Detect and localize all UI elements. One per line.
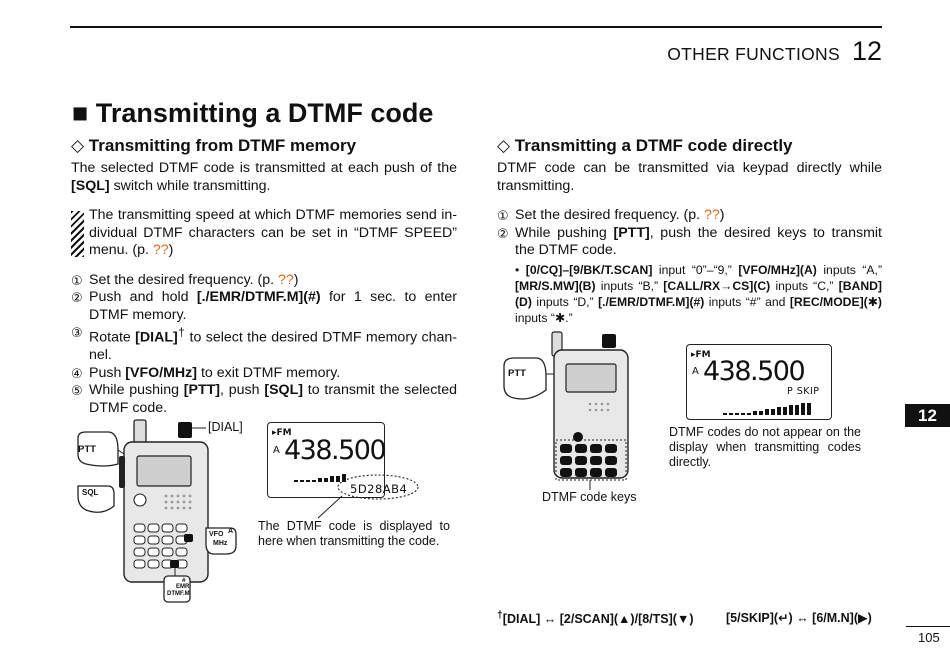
right-intro: DTMF code can be transmitted via keypad … (497, 160, 882, 194)
step-1: ① Set the desired frequency. (p. ??) (497, 207, 725, 223)
note-hatch-icon (71, 211, 84, 257)
top-rule (70, 26, 882, 28)
mhz-label: MHz (213, 540, 228, 547)
caption-leader (317, 495, 343, 519)
dial-knob-icon (178, 422, 192, 438)
ptt-label: PTT (508, 368, 526, 379)
sql-label: SQL (82, 488, 99, 497)
radio-screen (565, 363, 617, 393)
keypad-mapping-list: • [0/CQ]–[9/BK/T.SCAN] input “0”–“9,” [V… (515, 262, 883, 325)
radio-screen (136, 455, 192, 487)
step-5: ⑤ While pushing [PTT], push [SQL] to tra… (71, 382, 458, 416)
vfo-label: VFO (209, 531, 224, 538)
left-steps: ① Set the desired frequency. (p. ??) ② P… (71, 272, 457, 418)
step-4: ④ Push [VFO/MHz] to exit DTMF memory. (71, 364, 341, 381)
speed-note: The transmitting speed at which DTMF mem… (71, 207, 457, 260)
lcd-frequency: 438.500 (284, 435, 387, 466)
left-column: ◇ Transmitting from DTMF memory The sele… (71, 135, 457, 417)
dtmf-keypad (560, 444, 617, 477)
dtmf-code-highlight (337, 474, 419, 500)
emr-callout (163, 575, 191, 603)
page-number: 105 (918, 630, 940, 645)
emr-label: EMR (176, 584, 190, 590)
running-header: OTHER FUNCTIONS 12 (667, 36, 882, 67)
section-title: OTHER FUNCTIONS (667, 44, 840, 64)
step-2: ② While pushing [PTT], push the desired … (497, 224, 882, 259)
right-column: ◇ Transmitting a DTMF code directly DTMF… (497, 135, 882, 326)
page-ref-link[interactable]: ?? (278, 271, 294, 288)
lcd-caption-right: DTMF codes do not appear on the display … (669, 425, 861, 469)
page-ref-link[interactable]: ?? (152, 242, 169, 258)
lcd-display-left: ▸FM A 438.500 (267, 422, 387, 498)
page-title: ■ Transmitting a DTMF code (72, 98, 434, 128)
radio-illustration-left (77, 419, 237, 603)
signal-meter-icon (294, 474, 346, 482)
right-heading: ◇ Transmitting a DTMF code directly (497, 136, 793, 155)
lcd-frequency: 438.500 (703, 356, 806, 387)
left-heading: ◇ Transmitting from DTMF memory (71, 136, 357, 155)
footer-skip-note: [5/SKIP](↵) ↔ [6/M.N](▶) (726, 611, 872, 625)
emr-hash-label: # (182, 577, 186, 584)
vfo-a-label: A (228, 528, 234, 535)
ptt-callout (77, 431, 119, 467)
lcd-fm-icons: ▸FM (691, 350, 711, 360)
lcd-dtmf-code: 5D28AB4 (350, 482, 408, 496)
vfo-callout (205, 527, 237, 555)
page-ref-link[interactable]: ?? (704, 207, 720, 223)
lcd-pskip: P SKIP (787, 386, 820, 397)
page-number-rule (906, 626, 950, 627)
dial-label: [DIAL] (208, 420, 243, 434)
chapter-number: 12 (851, 36, 882, 66)
signal-meter-icon (723, 403, 811, 415)
step-3: ③ Rotate [DIAL]† to select the desired D… (71, 325, 457, 364)
ptt-label: PTT (78, 444, 96, 455)
lcd-display-right: ▸FM A 438.500 P SKIP (686, 344, 832, 420)
chapter-tab[interactable]: 12 (905, 404, 950, 427)
sql-callout (77, 485, 115, 513)
ptt-callout (503, 357, 547, 400)
speaker-grille (588, 402, 610, 412)
radio-illustration-right (503, 331, 629, 490)
dtmf-keys-label: DTMF code keys (542, 490, 637, 504)
lcd-vfo-a: A (692, 366, 699, 377)
speaker-grille (164, 494, 192, 510)
dtmf-m-label: DTMF.M (167, 591, 190, 597)
step-1: ① Set the desired frequency. (p. ??) (71, 271, 299, 288)
keypad (133, 523, 188, 569)
lcd-fm-icons: ▸FM (272, 428, 292, 438)
dtmf-keys-region (555, 439, 627, 481)
step-2: ② Push and hold [./EMR/DTMF.M](#) for 1 … (71, 289, 457, 323)
dial-knob-icon (602, 334, 616, 348)
left-intro: The selected DTMF code is transmitted at… (71, 160, 457, 194)
emr-key-highlight (170, 560, 179, 568)
lcd-caption-left: The DTMF code is displayed to here when … (258, 519, 450, 548)
lcd-vfo-a: A (273, 445, 280, 456)
footer-dial-note: †[DIAL] ↔ [2/SCAN](▲)/[8/TS](▼) (497, 610, 694, 627)
right-steps: ① Set the desired frequency. (p. ??) ② W… (497, 207, 882, 260)
vfo-key-highlight (184, 534, 193, 542)
